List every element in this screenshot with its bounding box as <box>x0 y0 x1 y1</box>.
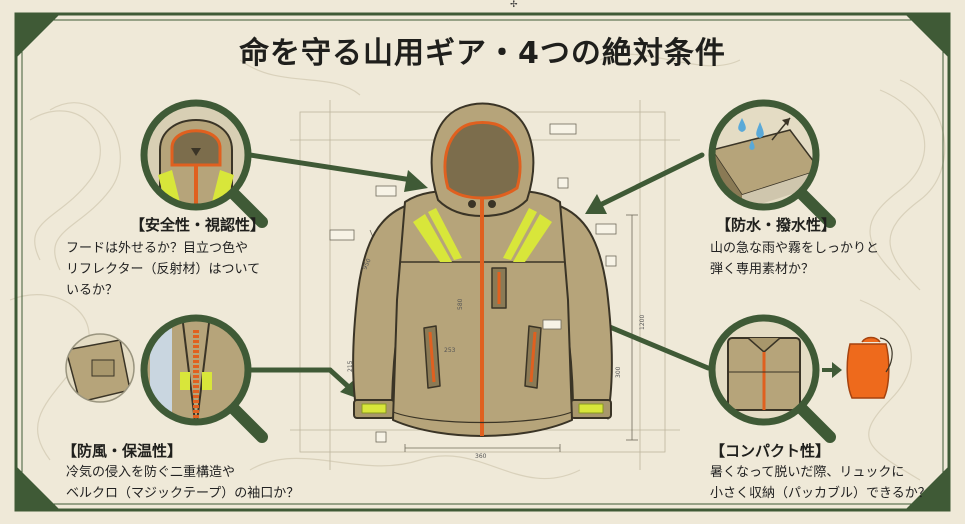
compact-heading: 【コンパクト性】 <box>710 442 831 460</box>
cuff-icon <box>65 333 135 403</box>
corner-mark: ✢ <box>510 0 518 10</box>
folded-jacket-icon <box>727 337 801 411</box>
safety-line-1: フードは外せるか？目立つ色や <box>66 241 249 256</box>
magnifier-icon-windproof <box>140 314 268 443</box>
jacket-illustration <box>352 102 613 437</box>
dim-sleeve: 215 <box>347 360 354 372</box>
dim-half-width: 253 <box>444 347 456 354</box>
waterproof-line-2: 弾く専用素材か？ <box>710 262 815 277</box>
safety-line-3: いるか？ <box>66 283 119 298</box>
compact-line-1: 暑くなって脱いだ際、リュックに <box>710 465 905 480</box>
safety-description: フードは外せるか？目立つ色や リフレクター（反射材）はついて いるか？ <box>66 238 261 301</box>
windproof-heading: 【防風・保温性】 <box>62 442 183 460</box>
waterproof-line-1: 山の急な雨や霧をしっかりと <box>710 241 880 256</box>
annotation-tags <box>329 123 617 443</box>
dim-bottom-width: 360 <box>475 453 487 460</box>
dim-right-height: 1200 <box>639 315 646 330</box>
hood-icon <box>144 103 248 207</box>
waterproof-description: 山の急な雨や霧をしっかりと 弾く専用素材か？ <box>710 238 880 280</box>
connector-arrows <box>247 152 711 400</box>
magnifier-icon-compact <box>708 314 836 443</box>
dim-body-length: 580 <box>457 298 464 310</box>
dim-top-left: 950 <box>361 257 372 271</box>
waterproof-heading: 【防水・撥水性】 <box>716 216 837 234</box>
magnifier-icon-waterproof <box>708 99 836 228</box>
water-drop-icon <box>738 118 764 150</box>
windproof-line-1: 冷気の侵入を防ぐ二重構造や <box>66 465 236 480</box>
topographic-background <box>9 53 946 481</box>
safety-line-2: リフレクター（反射材）はついて <box>66 262 261 277</box>
dim-right-small: 300 <box>615 366 622 378</box>
safety-heading: 【安全性・視認性】 <box>130 216 266 234</box>
arrow-icon <box>822 362 842 378</box>
stuff-sack-icon <box>846 336 893 399</box>
page-title: 命を守る山用ギア・4つの絶対条件 <box>239 36 726 71</box>
magnifier-icon-safety <box>140 99 268 228</box>
frame-border <box>14 12 951 512</box>
